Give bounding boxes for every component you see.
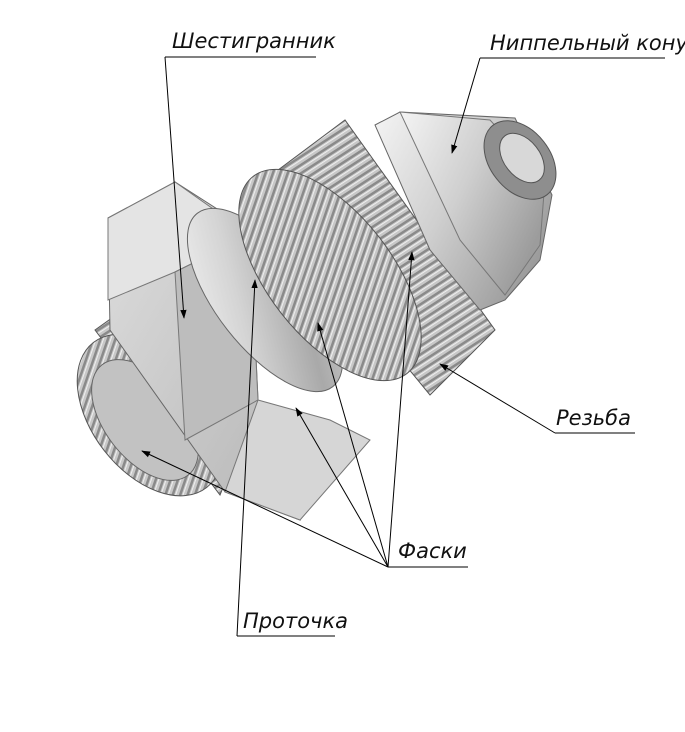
hexagon-leader	[164, 56, 187, 319]
nipple-cone-label: Ниппельный конус	[490, 31, 685, 55]
chamfers-leader-3	[317, 322, 389, 568]
chamfers-leader-2	[295, 407, 389, 568]
groove-leader	[236, 279, 258, 637]
chamfers-leader-1	[141, 450, 389, 568]
thread-leader	[439, 363, 556, 434]
callout-lines	[141, 56, 665, 637]
thread-label: Резьба	[556, 406, 631, 430]
nipple-cone	[374, 111, 557, 311]
main-thread-body	[238, 119, 496, 396]
cone-leader	[451, 57, 481, 154]
hexagon-label: Шестигранник	[172, 29, 336, 53]
groove-label: Проточка	[243, 609, 348, 633]
chamfers-leader-4	[387, 251, 415, 568]
chamfers-label: Фаски	[398, 539, 467, 563]
